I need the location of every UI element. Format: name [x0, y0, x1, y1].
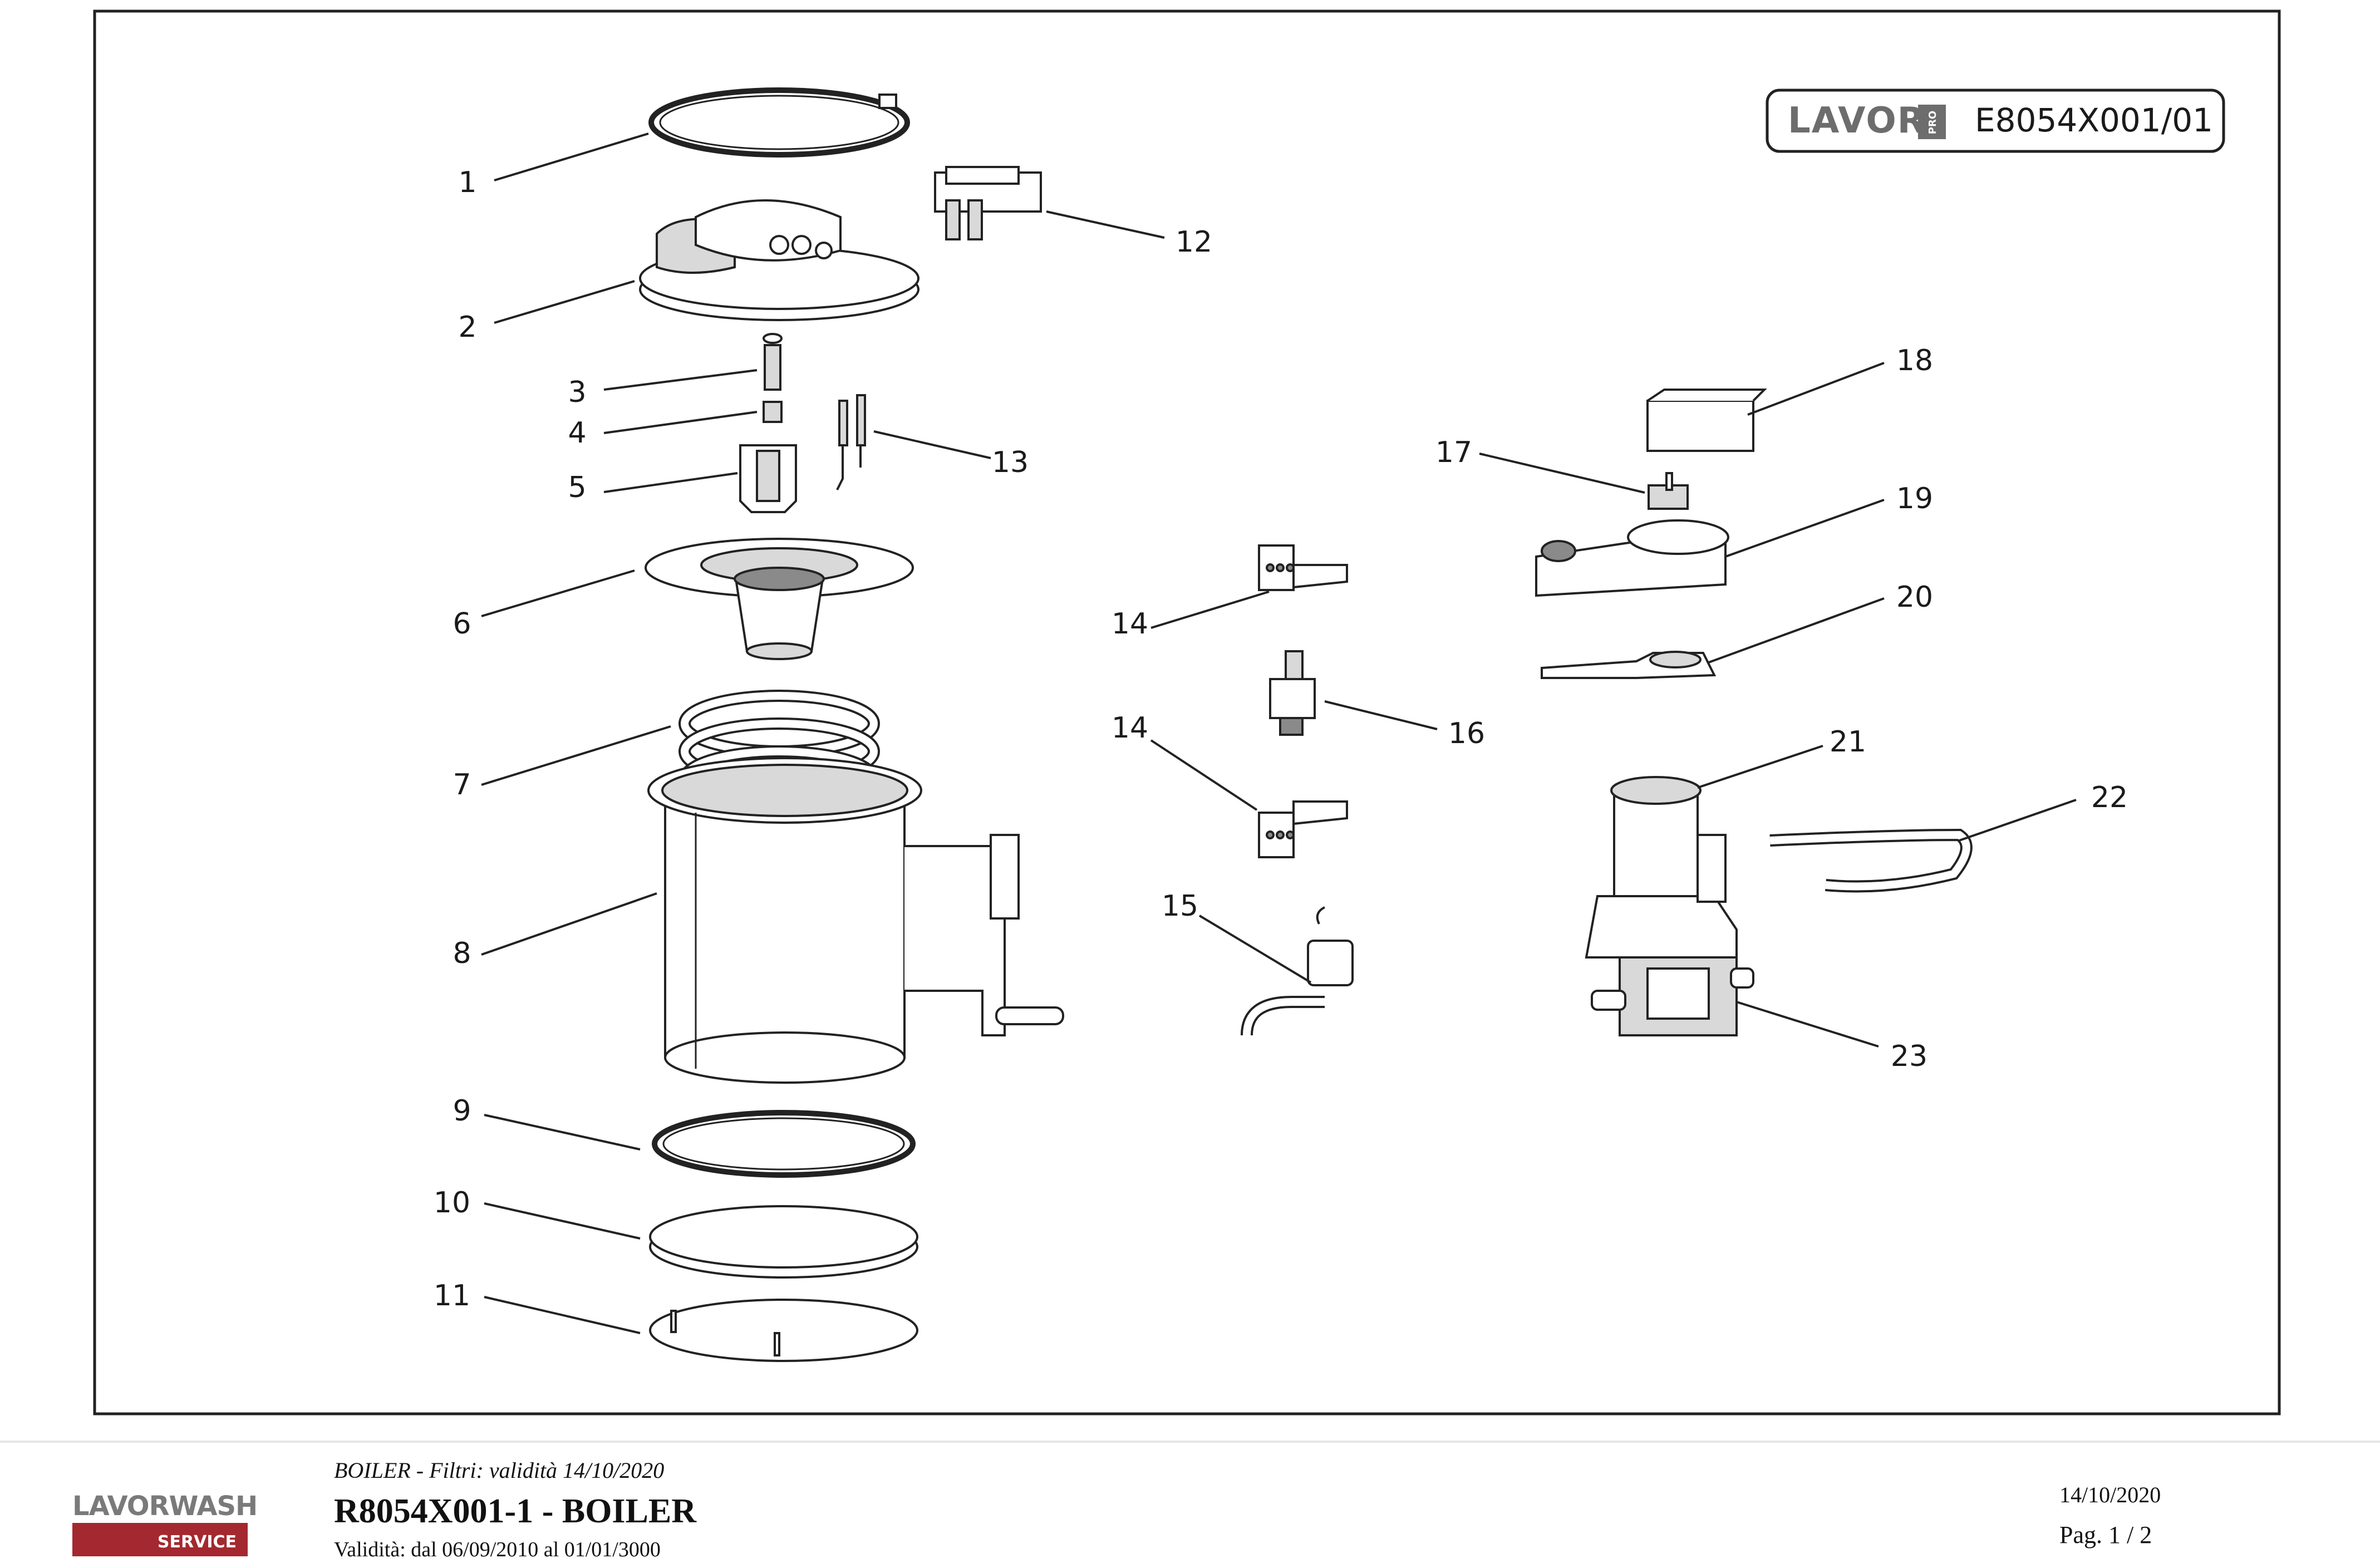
part-3-nozzle [763, 333, 783, 391]
lavorwash-service-logo: LAVORWASH SERVICE [72, 1491, 258, 1556]
callout-19: 19 [1896, 482, 1933, 515]
callout-22: 22 [2091, 781, 2128, 814]
part-9-gasket-ring [652, 1110, 916, 1178]
callout-12: 12 [1176, 225, 1212, 259]
callout-2: 2 [458, 311, 476, 344]
callout-3: 3 [568, 376, 586, 409]
part-16-pressure-switch [1269, 650, 1316, 736]
filter-line: BOILER - Filtri: validità 14/10/2020 [334, 1458, 665, 1483]
page-number: Pag. 1 / 2 [2059, 1521, 2152, 1549]
part-12-ignition-transformer [934, 166, 1042, 240]
part-19-tank-base [1535, 519, 1729, 597]
document-title: R8054X001-1 - BOILER [334, 1492, 697, 1530]
document-date: 14/10/2020 [2059, 1482, 2161, 1507]
part-4-nut [763, 401, 783, 423]
part-13-electrodes [836, 394, 866, 490]
badge-brand: LAVOR [1788, 100, 1926, 141]
callout-1: 1 [458, 166, 476, 199]
callout-5: 5 [568, 471, 586, 504]
badge-brand-tag: PRO [1927, 111, 1939, 134]
callout-11: 11 [434, 1279, 470, 1313]
header-badge: LAVOR PRO E8054X001/01 [1766, 89, 2225, 153]
callout-21: 21 [1830, 725, 1866, 759]
part-21-motor [1585, 776, 1738, 959]
callout-9: 9 [453, 1094, 471, 1128]
part-8-boiler-body [647, 757, 1064, 1084]
part-23-pump [1591, 956, 1754, 1036]
part-18-cover [1646, 389, 1767, 452]
badge-code: E8054X001/01 [1975, 101, 2213, 139]
callout-17: 17 [1435, 436, 1472, 469]
callout-20: 20 [1896, 581, 1933, 614]
validity-range: Validità: dal 06/09/2010 al 01/01/3000 [334, 1538, 661, 1561]
callout-14-upper: 14 [1112, 607, 1148, 641]
part-10-bottom-disc [649, 1205, 918, 1279]
diagram-frame [93, 9, 2281, 1415]
callout-6: 6 [453, 607, 471, 641]
svg-text:LAVORWASH: LAVORWASH [72, 1491, 257, 1522]
part-6-burner-plate [645, 538, 914, 660]
part-2-boiler-lid [639, 199, 919, 321]
callout-16: 16 [1448, 717, 1485, 750]
part-22-strap [1769, 828, 1973, 893]
svg-text:SERVICE: SERVICE [158, 1532, 237, 1552]
part-17-fitting [1648, 472, 1689, 510]
part-20-tank-key [1541, 651, 1717, 679]
callout-4: 4 [568, 416, 586, 450]
part-14-bracket-upper [1258, 544, 1348, 591]
part-11-insulation-disc [649, 1299, 918, 1362]
callout-7: 7 [453, 768, 471, 802]
part-15-float-valve [1241, 906, 1354, 1036]
part-14-bracket-lower [1258, 800, 1348, 858]
callout-14-lower: 14 [1112, 711, 1148, 745]
part-5-burner-bracket [739, 444, 797, 513]
part-1-clamp-ring [648, 87, 910, 158]
callout-10: 10 [434, 1186, 470, 1220]
callout-18: 18 [1896, 344, 1933, 377]
callout-8: 8 [453, 937, 471, 970]
callout-15: 15 [1162, 889, 1198, 923]
callout-23: 23 [1891, 1040, 1927, 1073]
callout-13: 13 [992, 446, 1029, 479]
